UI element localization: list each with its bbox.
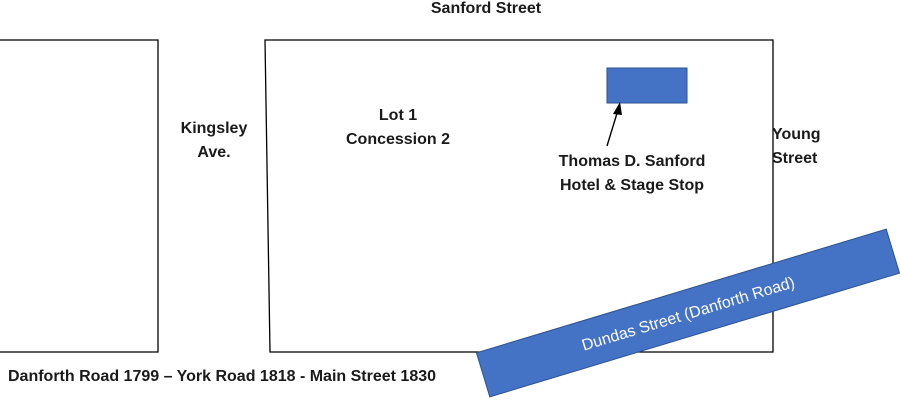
hotel-building: [606, 67, 688, 104]
lot-line1: Lot 1: [378, 107, 418, 124]
sanford-street-label: Sanford Street: [430, 0, 542, 17]
kingsley-ave-label: Kingsley Ave.: [164, 117, 264, 165]
kingsley-line2: Ave.: [197, 144, 231, 161]
hotel-line2: Hotel & Stage Stop: [559, 177, 704, 194]
left-lot-outline: [0, 39, 159, 353]
hotel-line1: Thomas D. Sanford: [558, 153, 706, 170]
hotel-label: Thomas D. Sanford Hotel & Stage Stop: [542, 150, 722, 198]
hotel-arrow-head: [613, 102, 622, 115]
kingsley-line1: Kingsley: [180, 120, 248, 137]
hotel-arrow-line: [606, 109, 619, 147]
lot-label: Lot 1 Concession 2: [330, 104, 466, 152]
young-street-label: Young Street: [772, 123, 842, 171]
young-line2: Street: [772, 150, 818, 167]
danforth-road-history-label: Danforth Road 1799 – York Road 1818 - Ma…: [8, 368, 437, 385]
dundas-street-band: Dundas Street (Danforth Road): [475, 228, 900, 398]
lot-line2: Concession 2: [345, 131, 451, 148]
young-line1: Young: [772, 126, 821, 143]
main-lot-outline: [264, 39, 774, 353]
